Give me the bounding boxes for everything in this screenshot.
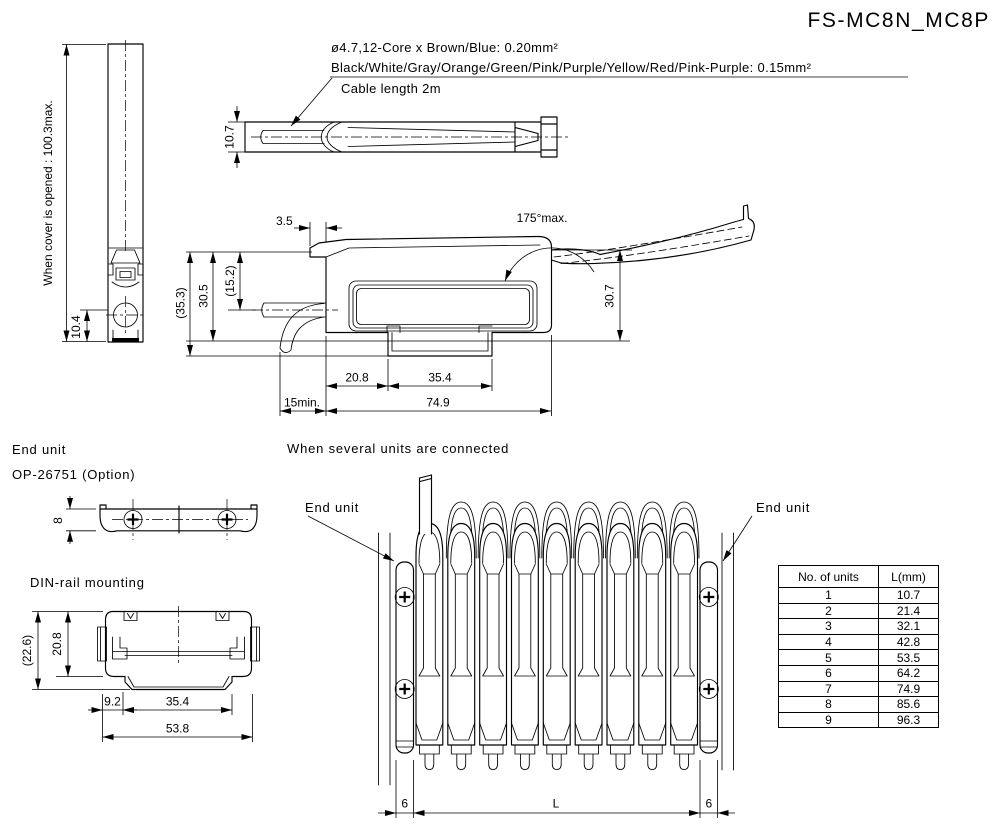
- cable-note-line1: ø4.7,12-Core x Brown/Blue: 0.20mm²: [331, 40, 559, 55]
- dim-22-6: (22.6): [20, 635, 34, 666]
- side-view-body: [309, 235, 553, 357]
- dim-L: L: [553, 797, 560, 811]
- dim-20-8: 20.8: [345, 371, 369, 385]
- end-unit-view: End unit OP-26751 (Option) 8: [12, 442, 258, 544]
- open-cover-details: [107, 247, 144, 339]
- cable-annotation: ø4.7,12-Core x Brown/Blue: 0.20mm² Black…: [290, 40, 908, 127]
- screw-icon: [698, 679, 719, 699]
- end-unit-part-number: OP-26751 (Option): [12, 467, 135, 482]
- table-header-row: No. of units L(mm): [778, 565, 939, 588]
- dim-35-4: 35.4: [428, 371, 452, 385]
- side-cable: [261, 302, 327, 353]
- display-window: [348, 280, 538, 332]
- unit-base: [112, 338, 139, 342]
- column-header: No. of units: [778, 565, 879, 588]
- leader-line-right: [722, 515, 753, 562]
- screw-icon: [394, 679, 415, 699]
- dim-30-7: 30.7: [603, 284, 617, 308]
- dim-10-7: 10.7: [223, 125, 237, 149]
- din-rail-edge-left: [97, 626, 107, 662]
- leader-line-left: [307, 515, 395, 562]
- din-rail-strips: [378, 532, 734, 786]
- connected-view-title: When several units are connected: [287, 441, 509, 456]
- connected-units: [415, 474, 700, 770]
- end-unit-plate-left: [395, 561, 415, 754]
- end-unit-outline: [99, 504, 258, 534]
- connected-units-view: When several units are connected End uni…: [287, 441, 810, 818]
- din-hooks: [123, 611, 230, 621]
- din-rail-outline: [104, 610, 253, 691]
- din-clips: [112, 636, 245, 660]
- dim-30-5: 30.5: [197, 284, 211, 308]
- end-unit-label-left: End unit: [305, 500, 359, 515]
- dim-53-8: 53.8: [166, 722, 190, 736]
- end-unit-title: End unit: [12, 442, 66, 457]
- cable-note-line3: Cable length 2m: [341, 81, 441, 96]
- dim-8: 8: [51, 517, 65, 524]
- dim-angle-175: 175°max.: [517, 211, 568, 225]
- dim-9-2: 9.2: [104, 695, 121, 709]
- cable-leader-line: [290, 77, 333, 127]
- din-rail-title: DIN-rail mounting: [30, 575, 145, 590]
- opened-cover: [550, 204, 755, 265]
- dim-3-5: 3.5: [276, 214, 293, 228]
- screw-icon: [698, 587, 719, 607]
- dim-15min: 15min.: [284, 396, 320, 410]
- din-rail-view: DIN-rail mounting (22.6) 20.8 9.2 35.4 5…: [20, 575, 260, 742]
- din-rail-edge-right: [250, 626, 260, 662]
- column-header: L(mm): [878, 565, 939, 588]
- opening-angle-arc: [504, 247, 595, 282]
- end-unit-plate-right: [699, 561, 719, 754]
- dim-6-left: 6: [401, 797, 408, 811]
- screw-icon: [394, 587, 415, 607]
- dim-15-2: (15.2): [223, 265, 237, 296]
- dim-6-right: 6: [705, 797, 712, 811]
- dim-din-20-8: 20.8: [50, 632, 64, 656]
- top-view: 10.7: [223, 106, 568, 168]
- side-view: 3.5 175°max. (35.3) 30.5 (15.2) 30.7 20.…: [174, 204, 755, 416]
- page-title: FS-MC8N_MC8P: [807, 9, 990, 32]
- rising-cable: [418, 474, 433, 535]
- cable-note-line2: Black/White/Gray/Orange/Green/Pink/Purpl…: [331, 60, 812, 75]
- open-cover-view: When cover is opened : 100.3max. 10.4: [41, 40, 145, 343]
- end-unit-label-right: End unit: [756, 500, 810, 515]
- open-cover-height-label: When cover is opened : 100.3max.: [41, 100, 55, 285]
- dim-din-35-4: 35.4: [166, 695, 190, 709]
- side-view-details: [325, 244, 541, 352]
- dim-74-9: 74.9: [426, 396, 450, 410]
- dim-10-4: 10.4: [69, 315, 83, 339]
- unit-bodies: [415, 522, 699, 746]
- dim-35-3: (35.3): [174, 287, 188, 318]
- cable-loops: [445, 501, 700, 559]
